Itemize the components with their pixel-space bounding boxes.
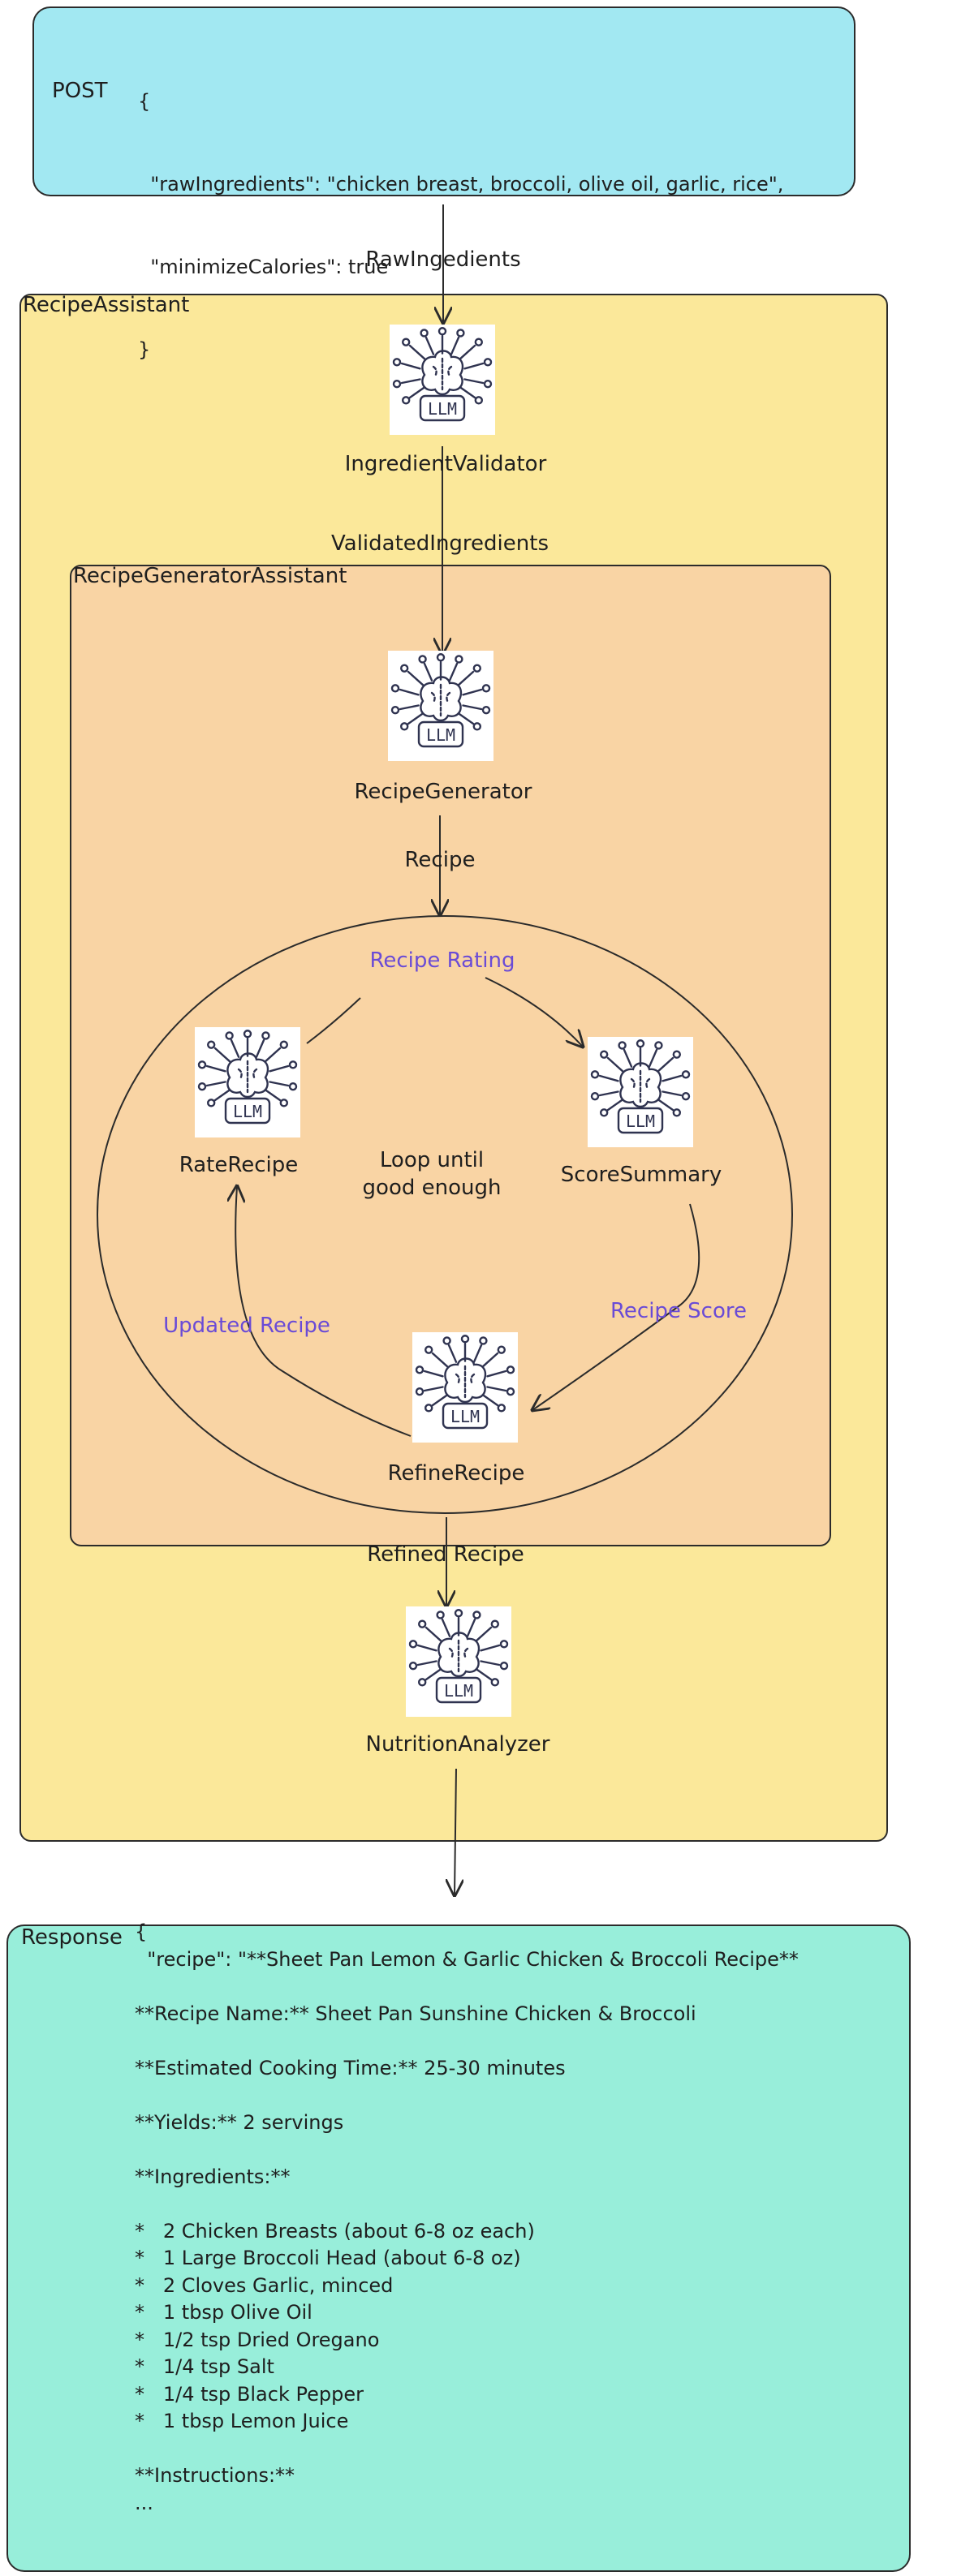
loop-note-line1: Loop until xyxy=(379,1148,485,1172)
request-body-line: { xyxy=(138,90,151,113)
edge-label-recipe: Recipe xyxy=(404,848,476,872)
response-box xyxy=(6,1924,911,2572)
recipe-assistant-title: RecipeAssistant xyxy=(23,293,190,317)
llm-badge-text: LLM xyxy=(426,725,455,745)
rate-recipe-llm-icon: LLM xyxy=(195,1027,300,1137)
response-line: **Ingredients:** xyxy=(135,2165,291,2188)
response-line: * 1 tbsp Olive Oil xyxy=(135,2301,312,2324)
request-body: { "rawIngredients": "chicken breast, bro… xyxy=(138,32,783,391)
refine-recipe-llm-icon: LLM xyxy=(412,1332,518,1443)
response-line xyxy=(135,2135,799,2163)
response-label: Response xyxy=(21,1925,123,1950)
response-body: { "recipe": "**Sheet Pan Lemon & Garlic … xyxy=(135,1918,799,2516)
response-line: { xyxy=(135,1920,148,1943)
ingredient-validator-label: IngredientValidator xyxy=(344,452,547,476)
llm-badge-text: LLM xyxy=(626,1112,655,1131)
request-box xyxy=(32,6,855,196)
response-line: **Recipe Name:** Sheet Pan Sunshine Chic… xyxy=(135,2002,696,2025)
response-line: * 2 Cloves Garlic, minced xyxy=(135,2273,394,2297)
edge-label-updated-recipe: Updated Recipe xyxy=(163,1314,330,1338)
score-summary-llm-icon: LLM xyxy=(588,1037,693,1147)
response-line xyxy=(135,2027,799,2054)
request-body-line: "minimizeCalories": true xyxy=(138,256,389,278)
edge-label-validated-ingredients: ValidatedIngredients xyxy=(331,531,549,556)
rate-recipe-label: RateRecipe xyxy=(179,1153,299,1177)
response-line: **Yields:** 2 servings xyxy=(135,2110,344,2134)
llm-badge-text: LLM xyxy=(450,1407,480,1426)
response-line xyxy=(135,1972,799,2000)
response-line: * 1/4 tsp Black Pepper xyxy=(135,2382,364,2406)
llm-badge-text: LLM xyxy=(428,399,457,419)
response-line: * 1/4 tsp Salt xyxy=(135,2355,274,2378)
recipe-generator-label: RecipeGenerator xyxy=(354,780,532,804)
response-line: * 2 Chicken Breasts (about 6-8 oz each) xyxy=(135,2219,535,2243)
response-line: ... xyxy=(135,2491,153,2514)
edge-label-recipe-rating: Recipe Rating xyxy=(369,948,515,973)
edge-label-refined-recipe: Refined Recipe xyxy=(367,1542,524,1567)
response-line xyxy=(135,2190,799,2217)
edge-label-recipe-score: Recipe Score xyxy=(610,1299,747,1323)
recipe-generator-llm-icon: LLM xyxy=(388,651,493,761)
request-body-line: } xyxy=(138,338,151,361)
refine-recipe-label: RefineRecipe xyxy=(387,1461,525,1486)
response-line xyxy=(135,2435,799,2462)
llm-badge-text: LLM xyxy=(233,1102,262,1121)
response-line: * 1 Large Broccoli Head (about 6-8 oz) xyxy=(135,2247,521,2269)
response-line: * 1 tbsp Lemon Juice xyxy=(135,2410,349,2432)
response-line: * 1/2 tsp Dried Oregano xyxy=(135,2328,380,2351)
response-line: **Estimated Cooking Time:** 25-30 minute… xyxy=(135,2056,566,2079)
request-body-line: "rawIngredients": "chicken breast, brocc… xyxy=(138,173,784,196)
response-line xyxy=(135,2081,799,2109)
nutrition-analyzer-llm-icon: LLM xyxy=(406,1606,511,1717)
edge-label-raw-ingredients: RawIngedients xyxy=(365,247,521,272)
nutrition-analyzer-label: NutritionAnalyzer xyxy=(365,1732,550,1757)
llm-badge-text: LLM xyxy=(444,1681,473,1701)
request-method: POST xyxy=(52,79,108,103)
recipe-generator-assistant-title: RecipeGeneratorAssistant xyxy=(73,564,347,588)
response-line: "recipe": "**Sheet Pan Lemon & Garlic Ch… xyxy=(135,1947,799,1971)
score-summary-label: ScoreSummary xyxy=(560,1163,722,1187)
ingredient-validator-llm-icon: LLM xyxy=(390,325,495,435)
loop-note-line2: good enough xyxy=(362,1176,502,1200)
response-line: **Instructions:** xyxy=(135,2464,295,2487)
